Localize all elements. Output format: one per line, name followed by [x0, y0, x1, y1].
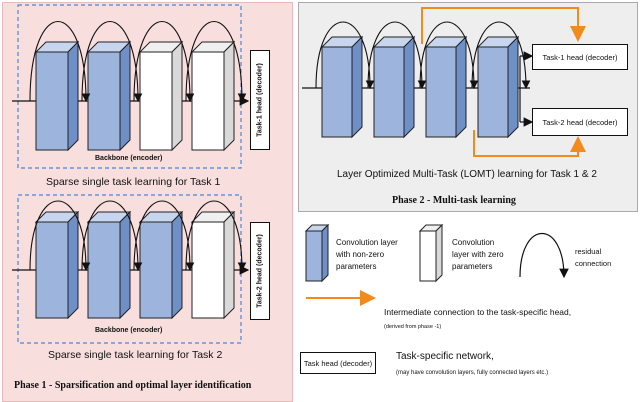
legend-task-head-desc: Task-specific network,: [396, 351, 494, 362]
legend-residual-line1: residual: [575, 247, 602, 256]
legend-residual-line2: connection: [575, 259, 612, 268]
task2-backbone-label: Backbone (encoder): [95, 327, 163, 334]
phase2-task2-head-box: Task-2 head (decoder): [532, 108, 628, 136]
phase2-task1-head-box: Task-1 head (decoder): [532, 44, 628, 70]
phase2-intermediate-task1: [421, 7, 586, 44]
task2-residual-3: [133, 200, 195, 272]
legend-task-head-label: Task head (decoder): [303, 358, 373, 368]
task1-conv-layer-1: [34, 40, 80, 152]
task1-head-box: Task-1 head (decoder): [250, 50, 270, 150]
task1-conv-layer-2: [86, 40, 132, 152]
phase1-title: Phase 1 - Sparsification and optimal lay…: [14, 380, 252, 391]
task2-caption: Sparse single task learning for Task 2: [48, 349, 223, 361]
phase2-conv-layer-3: [424, 35, 468, 139]
legend-conv-nonzero-line2: with non-zero: [336, 250, 385, 259]
legend-conv-nonzero-line3: parameters: [336, 262, 377, 271]
task1-residual-3: [133, 21, 195, 103]
task1-backbone-box: [17, 4, 242, 169]
legend-conv-zero-line3: parameters: [452, 262, 493, 271]
phase2-conv-layer-1: [320, 35, 364, 139]
task1-residual-1: [29, 21, 91, 103]
task1-conv-layer-3: [138, 40, 184, 152]
task1-residual-2: [81, 21, 143, 103]
task1-caption: Sparse single task learning for Task 1: [46, 176, 221, 188]
legend-task-head-box: Task head (decoder): [300, 352, 376, 374]
task2-head-label: Task-2 head (decoder): [256, 234, 264, 308]
phase2-caption: Layer Optimized Multi-Task (LOMT) learni…: [337, 169, 597, 180]
task1-conv-layer-4: [190, 40, 236, 152]
phase2-task2-head-label: Task-2 head (decoder): [542, 117, 618, 127]
legend-intermediate-note: (derived from phase -1): [384, 324, 442, 330]
phase2-diagram: [302, 7, 586, 157]
task2-conv-layer-2: [86, 210, 132, 320]
legend-task-head-note: (may have convolution layers, fully conn…: [396, 370, 549, 376]
task2-residual-1: [29, 200, 91, 272]
phase2-title: Phase 2 - Multi-task learning: [392, 195, 516, 206]
task2-conv-layer-1: [34, 210, 80, 320]
phase1-diagram: [12, 4, 250, 344]
legend-conv-nonzero-line1: Convolution layer: [336, 238, 398, 247]
task2-residual-2: [81, 200, 143, 272]
phase2-conv-layer-2: [372, 35, 416, 139]
task1-backbone-label: Backbone (encoder): [95, 155, 163, 162]
legend-residual-arc: [519, 233, 569, 279]
task2-residual-4: [185, 200, 247, 272]
legend-conv-nonzero-swatch: [304, 223, 330, 283]
task1-residual-4: [185, 21, 247, 103]
legend-intermediate-text: Intermediate connection to the task-spec…: [384, 307, 572, 317]
legend-conv-zero-line1: Convolution: [452, 238, 495, 247]
legend-graphics: [304, 223, 569, 306]
phase2-intermediate-task2: [473, 130, 586, 157]
task2-conv-layer-3: [138, 210, 184, 320]
task2-conv-layer-4: [190, 210, 236, 320]
task2-head-box: Task-2 head (decoder): [250, 222, 270, 320]
task1-head-label: Task-1 head (decoder): [256, 63, 264, 137]
legend-conv-zero-swatch: [418, 223, 444, 283]
phase2-task1-head-label: Task-1 head (decoder): [542, 52, 618, 62]
phase2-conv-layer-4: [476, 35, 520, 139]
legend-conv-zero-line2: layer with zero: [452, 250, 504, 259]
